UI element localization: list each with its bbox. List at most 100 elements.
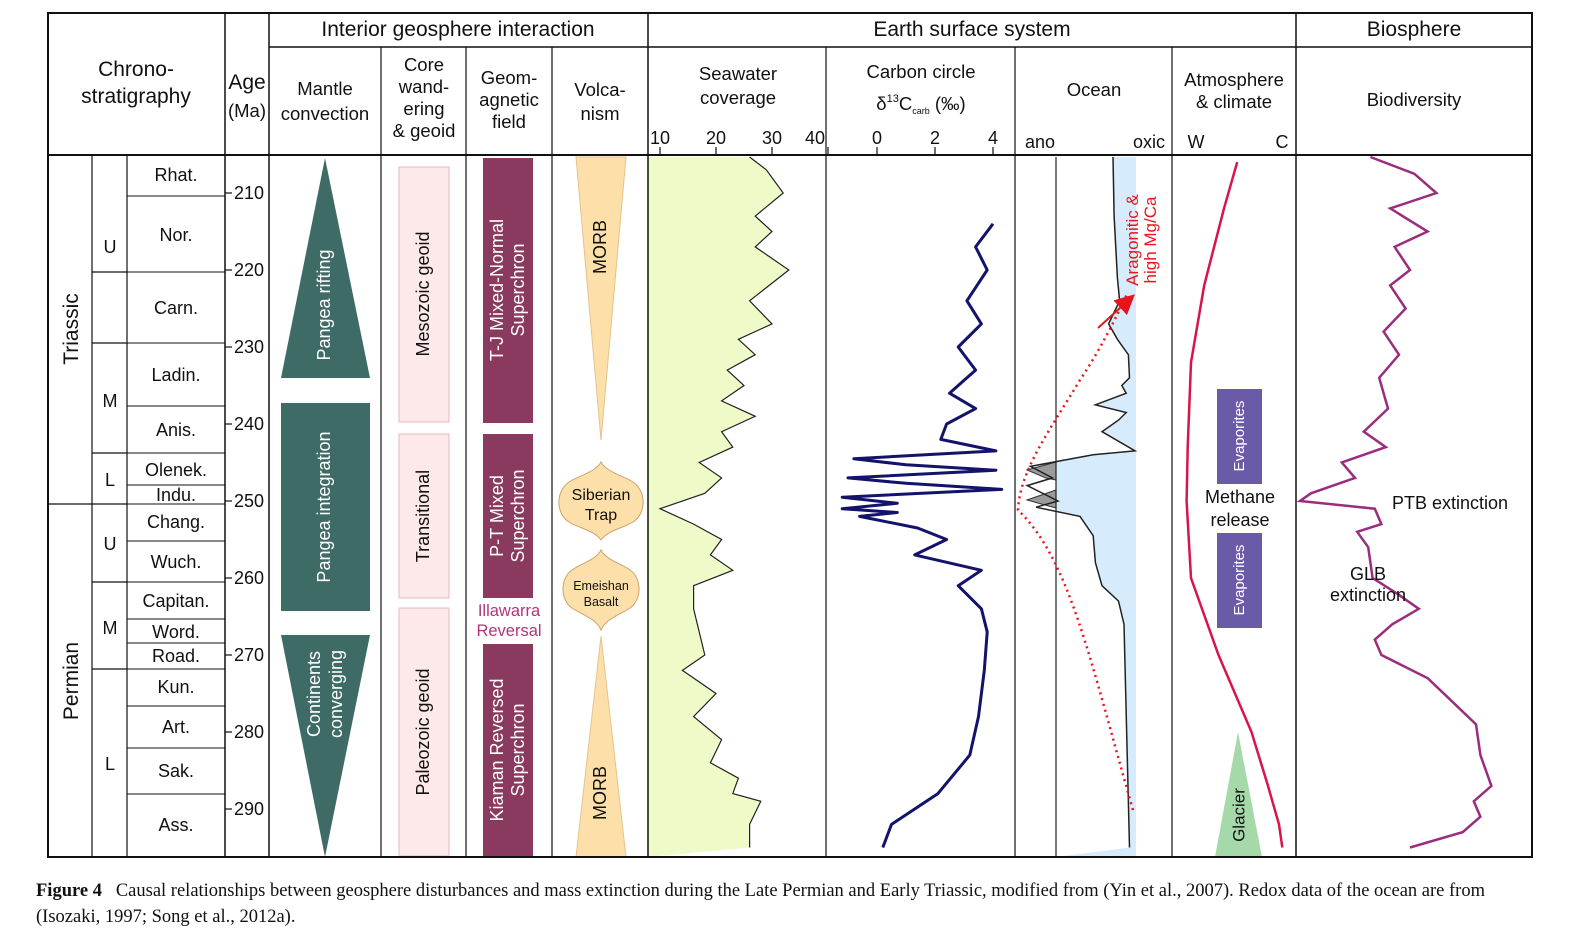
- chrono-header-1: Chrono-: [98, 58, 174, 81]
- mantle-label-2: converging: [326, 650, 346, 738]
- age-header: Age: [228, 71, 265, 94]
- ocean-oxic-label: oxic: [1133, 132, 1165, 152]
- illawarra-label-1: Illawarra: [478, 602, 541, 620]
- stage-label: Art.: [162, 717, 190, 737]
- evaporites-label: Evaporites: [1231, 545, 1248, 616]
- pt-superchron-box: [483, 434, 533, 598]
- geomag-label-1: T-J Mixed-Normal: [487, 219, 507, 361]
- glb-label-1: GLB: [1350, 564, 1386, 584]
- core-header-2: wand-: [398, 76, 449, 97]
- age-tick: 270: [234, 645, 264, 665]
- epoch-label: L: [105, 470, 115, 490]
- ocean-annotation-1: Aragonitic &: [1123, 194, 1142, 286]
- glb-label-2: extinction: [1330, 585, 1406, 605]
- age-tick: 250: [234, 491, 264, 511]
- epoch-label: L: [105, 754, 115, 774]
- geoid-label: Paleozoic geoid: [413, 668, 433, 795]
- caption-label: Figure 4: [36, 881, 102, 901]
- glacier-triangle: [1215, 732, 1262, 857]
- carbon-tick: 2: [930, 128, 940, 148]
- period-permian: Permian: [60, 642, 83, 720]
- geomag-header-2: agnetic: [479, 89, 539, 110]
- age-tick: 280: [234, 722, 264, 742]
- age-tick: 230: [234, 337, 264, 357]
- morb-label: MORB: [590, 766, 610, 820]
- seawater-line: [658, 156, 790, 848]
- continents-converging-triangle: [281, 635, 370, 857]
- carbon-header: Carbon circle: [867, 61, 976, 82]
- seawater-tick: 30: [762, 128, 782, 148]
- core-header-3: ering: [403, 98, 444, 119]
- atmos-header-1: Atmosphere: [1184, 69, 1284, 90]
- methane-label-1: Methane: [1205, 487, 1275, 507]
- ocean-anoxic-label: ano: [1025, 132, 1055, 152]
- caption-text: Causal relationships between geosphere d…: [36, 881, 1485, 927]
- period-triassic: Triassic: [60, 293, 83, 365]
- methane-label-2: release: [1210, 510, 1269, 530]
- stage-label: Indu.: [156, 485, 196, 505]
- stage-label: Road.: [152, 646, 200, 666]
- mesozoic-geoid-box: [398, 166, 450, 423]
- carbon-isotope-line: [840, 222, 1004, 849]
- stage-label: Nor.: [159, 225, 192, 245]
- surface-header: Earth surface system: [873, 18, 1070, 41]
- volc-header-2: nism: [580, 103, 619, 124]
- biodiv-header: Biodiversity: [1367, 89, 1462, 110]
- stage-label: Kun.: [157, 677, 194, 697]
- stage-label: Sak.: [158, 761, 194, 781]
- morb-upper-triangle: [575, 156, 627, 441]
- volc-header-1: Volca-: [574, 79, 625, 100]
- seawater-tick: 40: [805, 128, 825, 148]
- atmos-warm-label: W: [1188, 132, 1205, 152]
- stage-label: Capitan.: [142, 591, 209, 611]
- climate-line: [1185, 161, 1284, 848]
- illawarra-label-2: Reversal: [476, 622, 541, 640]
- emeishan-label-1: Emeishan: [573, 579, 629, 593]
- carbon-tick: 4: [988, 128, 998, 148]
- chrono-header-2: stratigraphy: [81, 85, 191, 108]
- transitional-box: [398, 433, 450, 599]
- epoch-label: M: [103, 618, 118, 638]
- biodiversity-line: [1296, 155, 1493, 849]
- stage-label: Rhat.: [154, 165, 197, 185]
- ocean-redox-line: [1025, 156, 1138, 848]
- atmos-header-2: & climate: [1196, 91, 1272, 112]
- epoch-label: U: [104, 534, 117, 554]
- seawater-tick: 20: [706, 128, 726, 148]
- geosphere-figure: Chrono- stratigraphy Age (Ma) Interior g…: [47, 12, 1533, 858]
- age-tick: 220: [234, 260, 264, 280]
- siberian-trap-shape: [558, 460, 644, 541]
- geomag-header-1: Geom-: [481, 67, 538, 88]
- interior-header: Interior geosphere interaction: [321, 18, 594, 41]
- siberian-label-1: Siberian: [572, 487, 631, 504]
- mantle-label: Pangea rifting: [314, 249, 334, 360]
- geoid-label: Transitional: [413, 470, 433, 562]
- emeishan-basalt-shape: [562, 548, 640, 632]
- epoch-label: U: [104, 237, 117, 257]
- emeishan-label-2: Basalt: [584, 595, 619, 609]
- stage-label: Anis.: [156, 420, 196, 440]
- stage-label: Chang.: [147, 512, 205, 532]
- geomag-label-6: Superchron: [508, 703, 528, 796]
- age-tick: 290: [234, 799, 264, 819]
- atmos-cold-label: C: [1276, 132, 1289, 152]
- aragonite-arrow: [1097, 294, 1135, 329]
- geomag-label-2: Superchron: [508, 243, 528, 336]
- biosphere-header: Biosphere: [1367, 18, 1462, 41]
- seawater-header-1: Seawater: [699, 63, 777, 84]
- geomag-label-3: P-T Mixed: [487, 475, 507, 557]
- paleozoic-geoid-box: [398, 607, 450, 857]
- mantle-label-1: Continents: [304, 651, 324, 737]
- age-tick: 210: [234, 183, 264, 203]
- tj-superchron-box: [483, 158, 533, 423]
- mantle-label: Pangea integration: [314, 431, 334, 582]
- age-unit: (Ma): [228, 100, 266, 121]
- figure-caption: Figure 4 Causal relationships between ge…: [36, 878, 1541, 930]
- d13c-header: δ13Ccarb (‰): [876, 93, 965, 116]
- seawater-header-2: coverage: [700, 87, 776, 108]
- pangea-rifting-triangle: [281, 158, 370, 378]
- age-tick: 240: [234, 414, 264, 434]
- ptb-extinction-label: PTB extinction: [1392, 493, 1508, 513]
- morb-lower-triangle: [575, 635, 627, 858]
- stage-label: Carn.: [154, 298, 198, 318]
